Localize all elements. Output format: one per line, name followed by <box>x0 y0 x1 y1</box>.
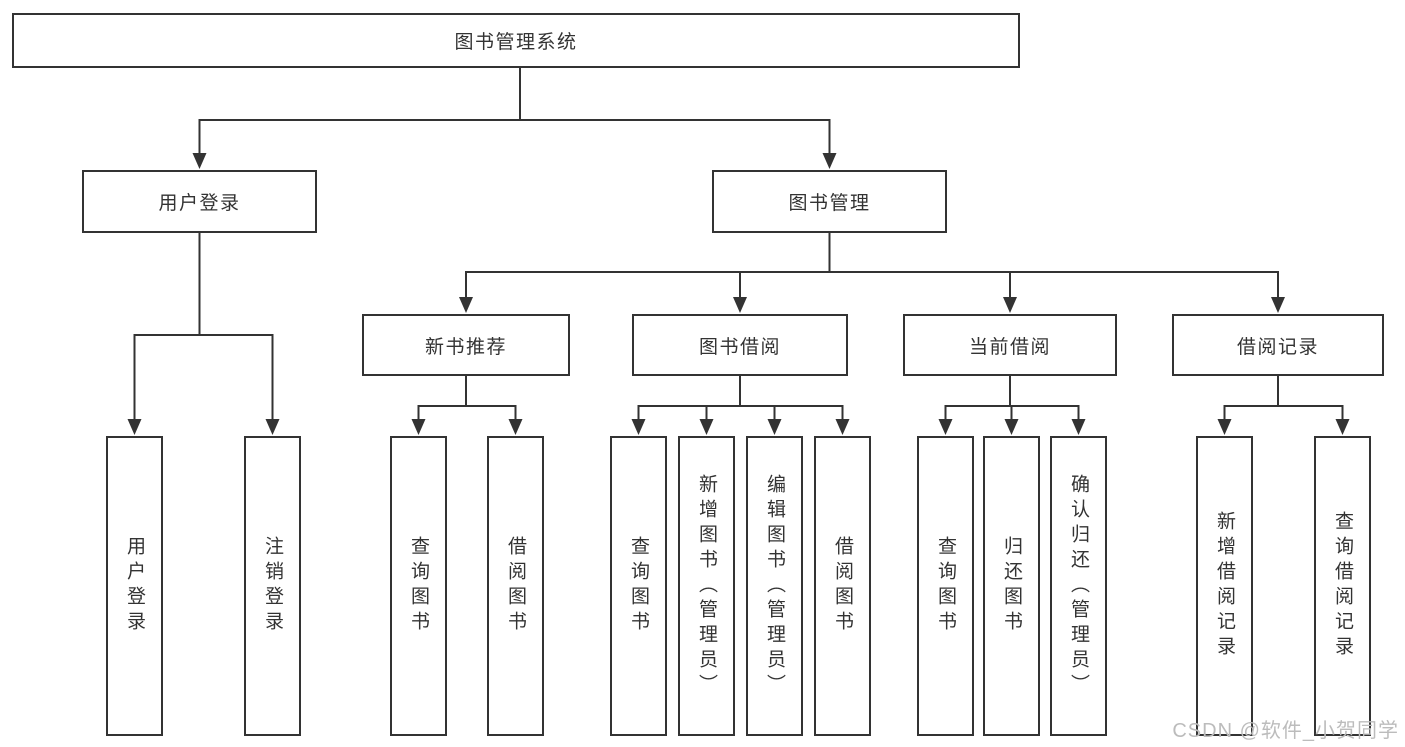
leaf-query-books-borrowing: 查询图书 <box>610 436 667 736</box>
leaf-add-borrow-record: 新增借阅记录 <box>1196 436 1253 736</box>
node-label: 当前借阅 <box>968 336 1051 358</box>
leaf-logout: 注销登录 <box>244 436 301 736</box>
leaf-edit-book-admin: 编辑图书（管理员） <box>746 436 803 736</box>
leaf-add-book-admin: 新增图书（管理员） <box>678 436 735 736</box>
node-label: 查询借阅记录 <box>1332 511 1353 661</box>
node-new-book-recommend: 新书推荐 <box>362 314 570 376</box>
node-label: 归还图书 <box>1001 536 1022 636</box>
node-label: 新增图书（管理员） <box>696 473 717 699</box>
node-borrowing-records: 借阅记录 <box>1172 314 1384 376</box>
leaf-borrow-books-borrowing: 借阅图书 <box>814 436 871 736</box>
node-label: 图书管理 <box>788 193 871 214</box>
node-label: 编辑图书（管理员） <box>764 473 785 699</box>
node-label: 借阅记录 <box>1236 336 1319 358</box>
node-label: 用户登录 <box>124 536 145 636</box>
node-book-management: 图书管理 <box>712 170 947 233</box>
leaf-user-login: 用户登录 <box>106 436 163 736</box>
node-label: 查询图书 <box>628 536 649 636</box>
node-label: 新书推荐 <box>424 336 507 358</box>
node-label: 借阅图书 <box>832 536 853 636</box>
leaf-query-books-recommend: 查询图书 <box>390 436 447 736</box>
node-user-login: 用户登录 <box>82 170 317 233</box>
node-label: 确认归还（管理员） <box>1068 473 1089 699</box>
node-root: 图书管理系统 <box>12 13 1020 68</box>
node-label: 图书借阅 <box>698 336 781 358</box>
node-label: 查询图书 <box>935 536 956 636</box>
node-book-borrowing: 图书借阅 <box>632 314 848 376</box>
node-label: 借阅图书 <box>505 536 526 636</box>
node-label: 图书管理系统 <box>454 32 578 53</box>
node-label: 查询图书 <box>408 536 429 636</box>
leaf-query-borrow-record: 查询借阅记录 <box>1314 436 1371 736</box>
leaf-query-books-current: 查询图书 <box>917 436 974 736</box>
leaf-borrow-books-recommend: 借阅图书 <box>487 436 544 736</box>
csdn-watermark: CSDN @软件_小贺同学 <box>1172 720 1399 742</box>
node-label: 注销登录 <box>262 536 283 636</box>
node-label: 新增借阅记录 <box>1214 511 1235 661</box>
node-current-borrowing: 当前借阅 <box>903 314 1117 376</box>
leaf-confirm-return-admin: 确认归还（管理员） <box>1050 436 1107 736</box>
leaf-return-book: 归还图书 <box>983 436 1040 736</box>
node-label: 用户登录 <box>158 193 241 214</box>
